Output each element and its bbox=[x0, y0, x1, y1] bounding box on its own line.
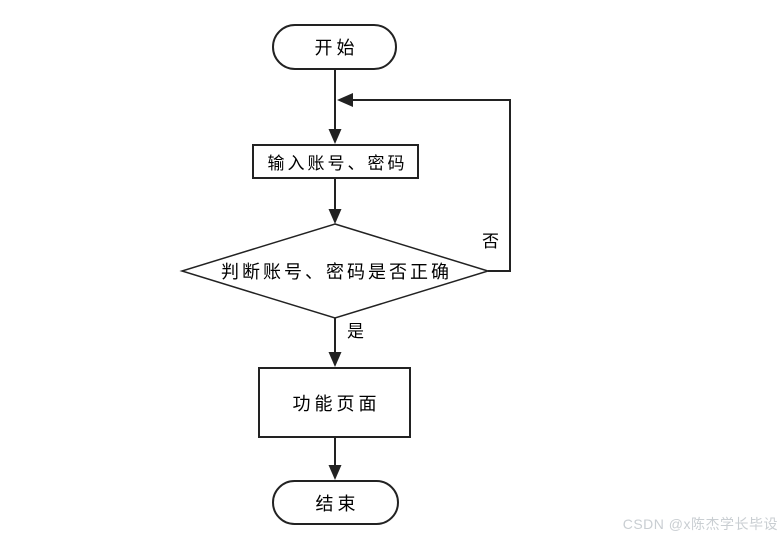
arrow-decision-loop-back bbox=[337, 93, 511, 272]
edge-label-no: 否 bbox=[482, 232, 499, 251]
arrow-start-to-input bbox=[328, 70, 342, 144]
decision-node: 判断账号、密码是否正确 bbox=[182, 224, 488, 318]
end-node-label: 结束 bbox=[315, 493, 360, 514]
input-account-password-node: 输入账号、密码 bbox=[252, 144, 419, 179]
arrow-function-to-end bbox=[328, 438, 342, 480]
input-node-label: 输入账号、密码 bbox=[267, 154, 408, 173]
start-node-label: 开始 bbox=[314, 38, 359, 58]
end-node: 结束 bbox=[272, 480, 399, 525]
function-page-node: 功能页面 bbox=[258, 367, 411, 438]
decision-node-label: 判断账号、密码是否正确 bbox=[221, 262, 452, 282]
arrow-input-to-decision bbox=[328, 179, 342, 224]
watermark: CSDN @x陈杰学长毕设 bbox=[622, 516, 778, 532]
edge-label-yes: 是 bbox=[347, 322, 364, 341]
arrow-decision-to-function bbox=[328, 318, 342, 367]
function-node-label: 功能页面 bbox=[292, 393, 381, 414]
start-node: 开始 bbox=[272, 24, 397, 70]
